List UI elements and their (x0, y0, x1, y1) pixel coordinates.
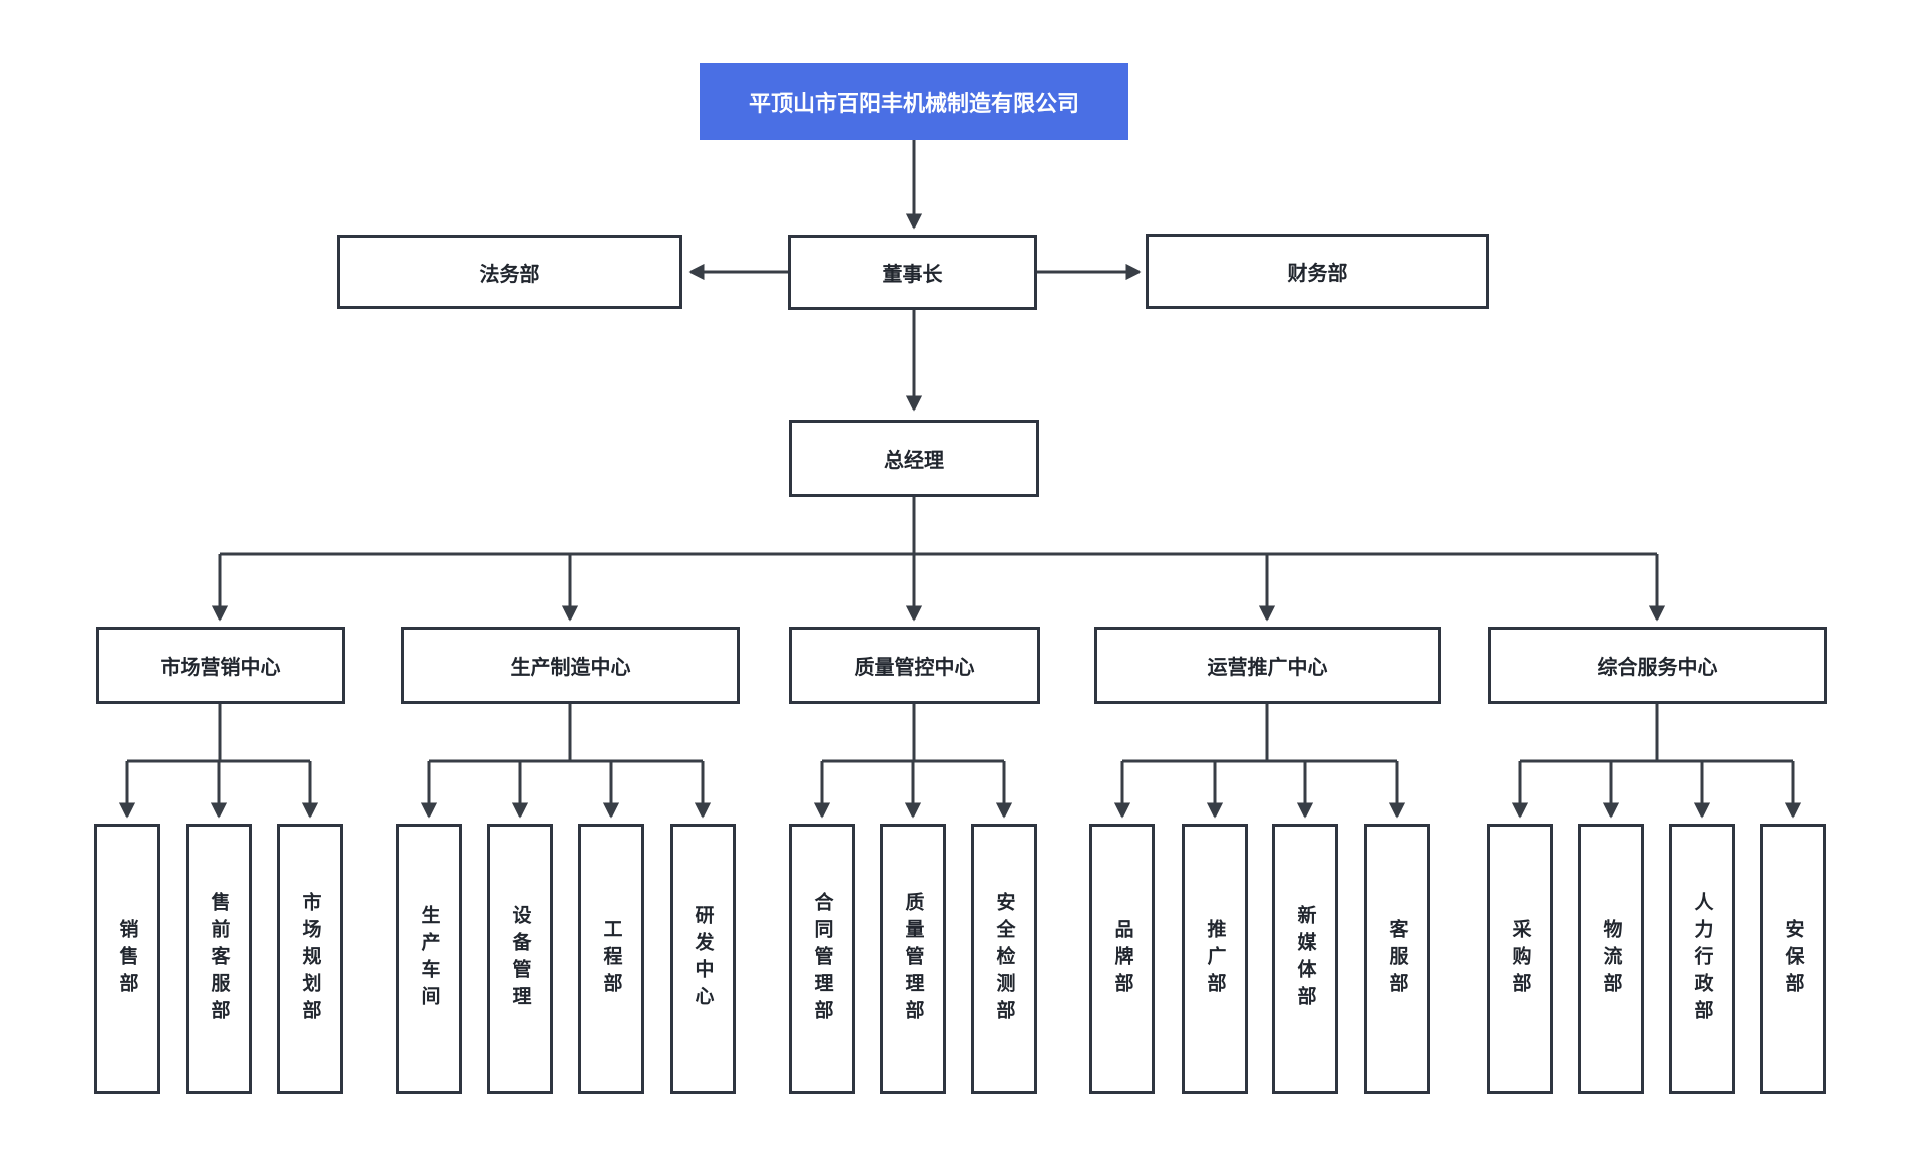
org-node-production-workshop: 生产车间 (396, 824, 462, 1094)
production-workshop-label: 生产车间 (418, 905, 441, 1013)
org-node-market-planning-dept: 市场规划部 (277, 824, 343, 1094)
org-node-procurement-dept: 采购部 (1487, 824, 1553, 1094)
new-media-dept-label: 新媒体部 (1294, 905, 1317, 1013)
general-manager-label: 总经理 (884, 448, 944, 472)
org-node-services-center: 综合服务中心 (1488, 627, 1827, 704)
brand-dept-label: 品牌部 (1111, 918, 1134, 1000)
org-node-sales-dept: 销售部 (94, 824, 160, 1094)
org-node-logistics-dept: 物流部 (1578, 824, 1644, 1094)
org-node-engineering-dept: 工程部 (578, 824, 644, 1094)
org-node-brand-dept: 品牌部 (1089, 824, 1155, 1094)
marketing-center-label: 市场营销中心 (160, 655, 281, 679)
procurement-dept-label: 采购部 (1509, 918, 1532, 1000)
org-node-new-media-dept: 新媒体部 (1272, 824, 1338, 1094)
org-node-quality-center: 质量管控中心 (789, 627, 1040, 704)
chairman-label: 董事长 (882, 262, 943, 286)
legal-dept-label: 法务部 (479, 261, 540, 286)
org-node-general-manager: 总经理 (789, 420, 1039, 497)
rd-center-label: 研发中心 (692, 905, 715, 1013)
hr-admin-dept-label: 人力行政部 (1691, 891, 1714, 1027)
finance-dept-label: 财务部 (1287, 261, 1348, 285)
logistics-dept-label: 物流部 (1600, 918, 1623, 1000)
org-node-quality-management-dept: 质量管理部 (880, 824, 946, 1094)
quality-center-label: 质量管控中心 (854, 655, 975, 679)
engineering-dept-label: 工程部 (600, 918, 623, 1000)
org-node-legal-dept: 法务部 (337, 235, 682, 309)
contract-management-dept-label: 合同管理部 (811, 891, 834, 1027)
org-node-marketing-center: 市场营销中心 (96, 627, 345, 704)
customer-service-dept-label: 客服部 (1386, 918, 1409, 1000)
org-node-finance-dept: 财务部 (1146, 234, 1489, 309)
security-dept-label: 安保部 (1782, 918, 1805, 1000)
org-node-safety-inspection-dept: 安全检测部 (971, 824, 1037, 1094)
org-node-hr-admin-dept: 人力行政部 (1669, 824, 1735, 1094)
org-node-operations-center: 运营推广中心 (1094, 627, 1441, 704)
operations-center-label: 运营推广中心 (1207, 655, 1328, 679)
sales-dept-label: 销售部 (116, 918, 139, 1000)
services-center-label: 综合服务中心 (1597, 655, 1718, 679)
org-node-security-dept: 安保部 (1760, 824, 1826, 1094)
production-center-label: 生产制造中心 (510, 655, 631, 679)
org-node-rd-center: 研发中心 (670, 824, 736, 1094)
safety-inspection-dept-label: 安全检测部 (993, 891, 1016, 1027)
org-node-equipment-management: 设备管理 (487, 824, 553, 1094)
market-planning-dept-label: 市场规划部 (299, 891, 322, 1027)
org-node-production-center: 生产制造中心 (401, 627, 740, 704)
equipment-management-label: 设备管理 (509, 905, 532, 1013)
org-node-customer-service-dept: 客服部 (1364, 824, 1430, 1094)
org-node-company: 平顶山市百阳丰机械制造有限公司 (700, 63, 1128, 140)
company-label: 平顶山市百阳丰机械制造有限公司 (748, 91, 1079, 117)
promotion-dept-label: 推广部 (1204, 918, 1227, 1000)
presales-service-dept-label: 售前客服部 (208, 891, 231, 1027)
org-node-promotion-dept: 推广部 (1182, 824, 1248, 1094)
org-node-contract-management-dept: 合同管理部 (789, 824, 855, 1094)
org-node-chairman: 董事长 (788, 235, 1037, 310)
quality-management-dept-label: 质量管理部 (902, 891, 925, 1027)
org-node-presales-service-dept: 售前客服部 (186, 824, 252, 1094)
